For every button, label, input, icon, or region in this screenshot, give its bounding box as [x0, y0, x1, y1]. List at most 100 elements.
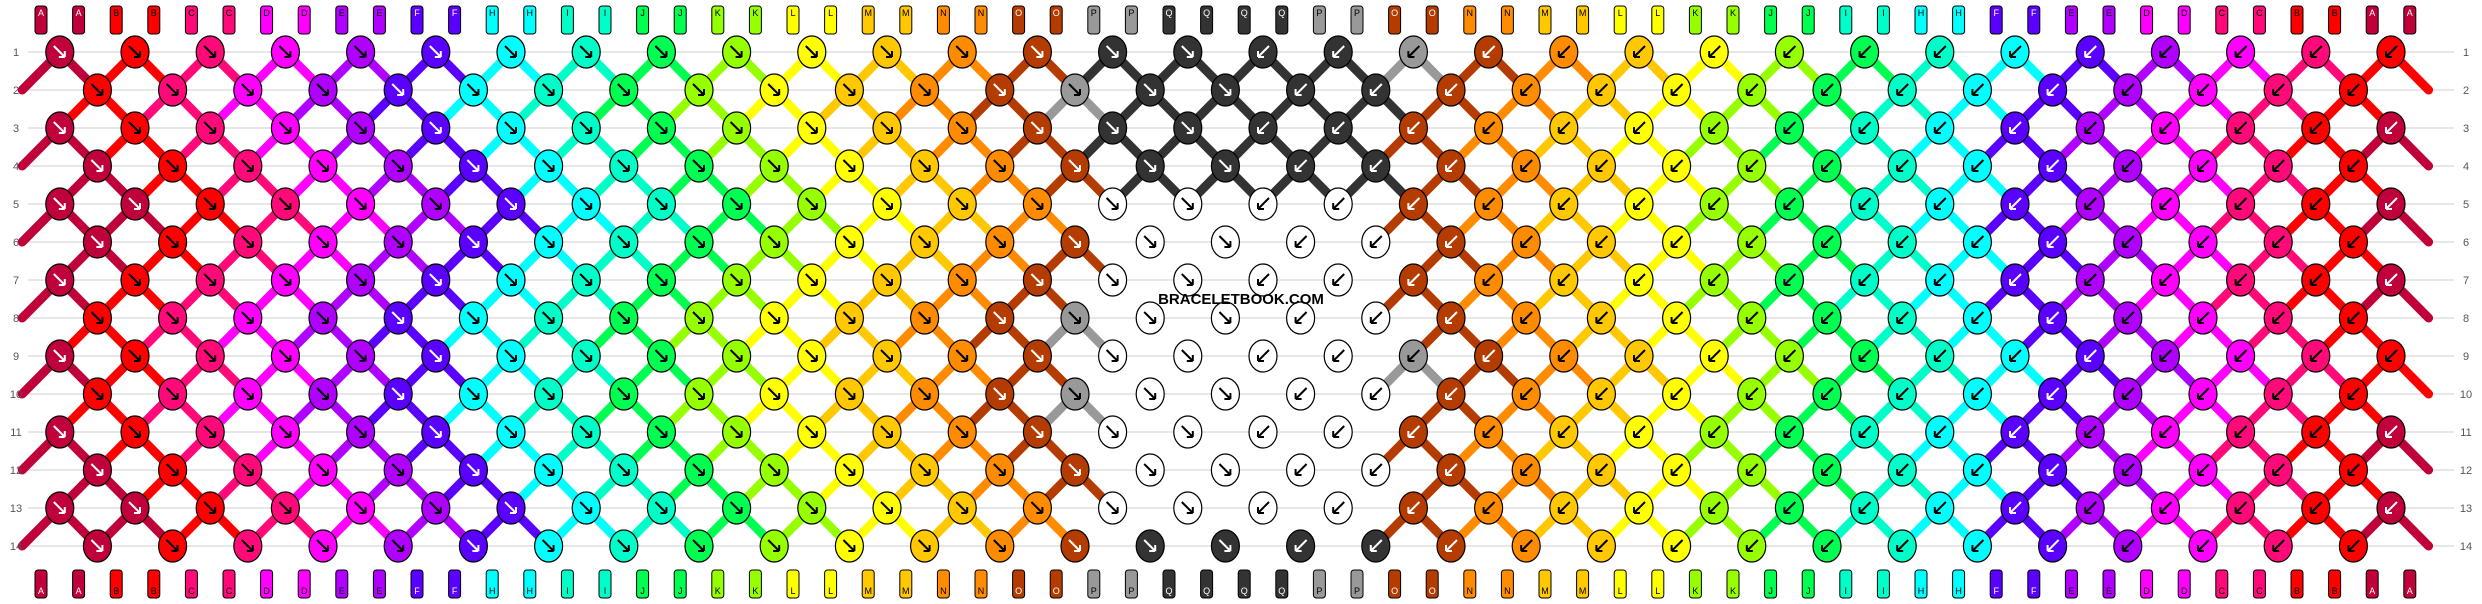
thread-label-top: B	[2328, 5, 2342, 35]
knot	[1323, 263, 1353, 297]
knot	[909, 377, 940, 411]
down-right-arrow-icon	[842, 539, 856, 552]
thread-label-top: H	[485, 5, 499, 35]
down-right-arrow-icon	[391, 311, 405, 324]
svg-text:C: C	[2256, 586, 2263, 596]
down-left-arrow-icon	[1896, 235, 1909, 248]
down-left-arrow-icon	[2347, 159, 2361, 172]
thread-label-top: C	[2252, 5, 2266, 35]
thread-label-top: Q	[1275, 5, 1289, 35]
down-left-arrow-icon	[1745, 387, 1759, 400]
down-left-arrow-icon	[1332, 425, 1345, 438]
row-number: 13	[10, 503, 22, 515]
thread-label-top: C	[2215, 5, 2229, 35]
knot	[2226, 415, 2256, 449]
knot	[496, 415, 526, 449]
knot	[2376, 263, 2406, 297]
knot	[2188, 225, 2218, 259]
down-right-arrow-icon	[541, 387, 555, 400]
svg-text:F: F	[1993, 586, 1999, 596]
down-left-arrow-icon	[1708, 197, 1721, 210]
knot	[646, 35, 677, 69]
svg-text:H: H	[489, 586, 496, 596]
knot	[909, 529, 940, 563]
knot	[1398, 491, 1429, 525]
knot	[233, 149, 263, 183]
knot	[1248, 263, 1278, 297]
knot	[797, 187, 827, 221]
knot	[2188, 301, 2218, 335]
down-left-arrow-icon	[1257, 273, 1270, 286]
svg-text:A: A	[2369, 586, 2375, 596]
knot	[233, 529, 263, 563]
down-right-arrow-icon	[429, 501, 442, 514]
down-left-arrow-icon	[1294, 463, 1308, 476]
row-number: 6	[2463, 237, 2469, 249]
down-left-arrow-icon	[2009, 349, 2022, 362]
knot	[2075, 339, 2105, 373]
thread-label-bottom: N	[936, 569, 950, 599]
down-right-arrow-icon	[429, 197, 442, 210]
knot	[2338, 73, 2368, 107]
svg-text:A: A	[2407, 586, 2413, 596]
down-right-arrow-icon	[128, 197, 141, 210]
down-left-arrow-icon	[1369, 235, 1383, 248]
down-right-arrow-icon	[654, 425, 668, 438]
knot	[571, 491, 601, 525]
knot	[985, 529, 1015, 563]
knot	[1060, 225, 1090, 259]
down-right-arrow-icon	[842, 159, 856, 172]
svg-text:Q: Q	[1241, 586, 1248, 596]
knot	[496, 187, 526, 221]
svg-text:E: E	[339, 586, 345, 596]
svg-text:H: H	[1918, 8, 1925, 18]
knot	[533, 529, 564, 563]
down-right-arrow-icon	[767, 83, 781, 96]
down-left-arrow-icon	[1670, 311, 1684, 324]
down-right-arrow-icon	[1181, 501, 1194, 514]
down-left-arrow-icon	[1708, 45, 1721, 58]
knot	[985, 301, 1015, 335]
svg-text:E: E	[376, 586, 382, 596]
knot	[1849, 187, 1880, 221]
down-right-arrow-icon	[579, 425, 593, 438]
down-right-arrow-icon	[353, 197, 367, 210]
thread-label-top: I	[1876, 5, 1890, 35]
knot	[1361, 301, 1391, 335]
knot	[1323, 187, 1353, 221]
knot	[346, 491, 376, 525]
down-left-arrow-icon	[1595, 159, 1609, 172]
knot	[1925, 111, 1955, 145]
down-left-arrow-icon	[1933, 121, 1947, 134]
thread-label-top: D	[2177, 5, 2191, 35]
knot	[1511, 377, 1541, 411]
knot	[1398, 111, 1429, 145]
down-left-arrow-icon	[1858, 425, 1872, 438]
knot	[421, 339, 451, 373]
knot	[2376, 339, 2406, 373]
knot	[458, 529, 488, 563]
down-right-arrow-icon	[203, 425, 217, 438]
down-left-arrow-icon	[1445, 387, 1458, 400]
knot	[383, 225, 413, 259]
knot	[1774, 491, 1805, 525]
thread-label-top: O	[1012, 5, 1026, 35]
knot	[1473, 491, 1504, 525]
knot	[158, 301, 188, 335]
knot	[1962, 149, 1993, 183]
thread-label-bottom: L	[1613, 569, 1627, 599]
down-right-arrow-icon	[278, 197, 292, 210]
knot	[82, 301, 113, 335]
svg-text:B: B	[2332, 586, 2338, 596]
down-right-arrow-icon	[541, 235, 555, 248]
down-right-arrow-icon	[1030, 501, 1044, 514]
knot	[1699, 491, 1729, 525]
down-right-arrow-icon	[429, 349, 442, 362]
knot	[82, 377, 113, 411]
row-number: 4	[2463, 161, 2469, 173]
thread-label-top: F	[1989, 5, 2003, 35]
row-number: 3	[2463, 123, 2469, 135]
knot	[1887, 453, 1917, 487]
thread-label-bottom: M	[861, 569, 875, 599]
knot	[721, 111, 752, 145]
